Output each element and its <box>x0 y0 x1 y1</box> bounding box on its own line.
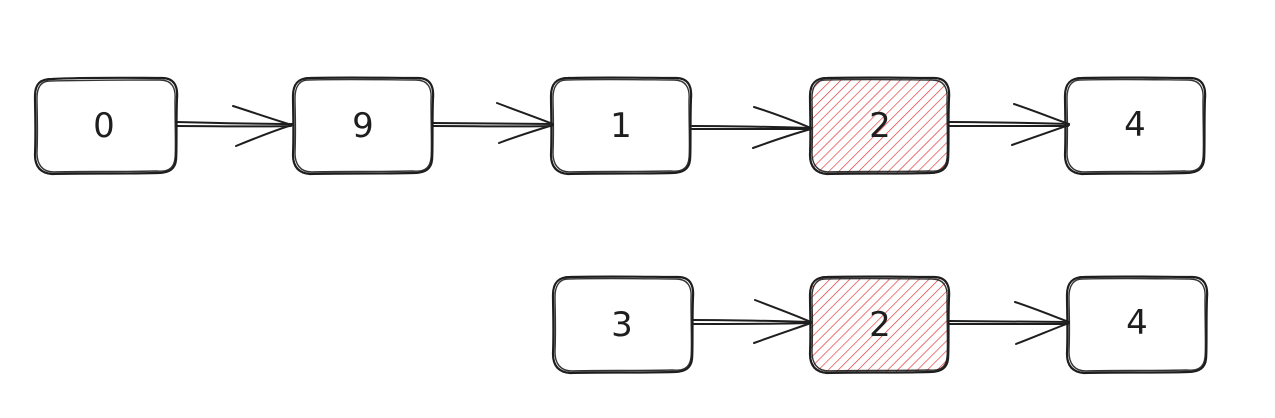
list-b: 3 2 4 <box>551 275 1209 375</box>
list-b-node-1-highlighted: 2 <box>808 275 951 375</box>
node-label: 9 <box>352 106 374 146</box>
list-b-arrow-3-2 <box>692 299 812 344</box>
list-a-node-2: 1 <box>549 76 693 176</box>
node-label: 2 <box>869 305 891 345</box>
node-label: 4 <box>1124 105 1146 145</box>
list-b-arrow-2-4 <box>948 301 1070 345</box>
node-label: 2 <box>869 106 891 146</box>
node-label: 4 <box>1126 303 1148 343</box>
list-a-arrow-9-1 <box>432 102 554 144</box>
list-a: 0 9 1 <box>33 76 1207 176</box>
node-label: 0 <box>93 106 115 146</box>
list-a-arrow-0-9 <box>175 105 293 147</box>
list-a-arrow-1-2 <box>691 106 812 149</box>
list-a-node-4: 4 <box>1063 76 1207 176</box>
node-label: 3 <box>611 305 633 345</box>
list-b-node-0: 3 <box>551 275 695 375</box>
list-b-node-2: 4 <box>1065 275 1209 375</box>
list-a-arrow-2-4 <box>948 103 1070 146</box>
list-a-node-1: 9 <box>291 76 435 176</box>
list-a-node-0: 0 <box>33 76 179 176</box>
node-label: 1 <box>610 106 632 146</box>
list-a-node-3-highlighted: 2 <box>808 76 951 176</box>
